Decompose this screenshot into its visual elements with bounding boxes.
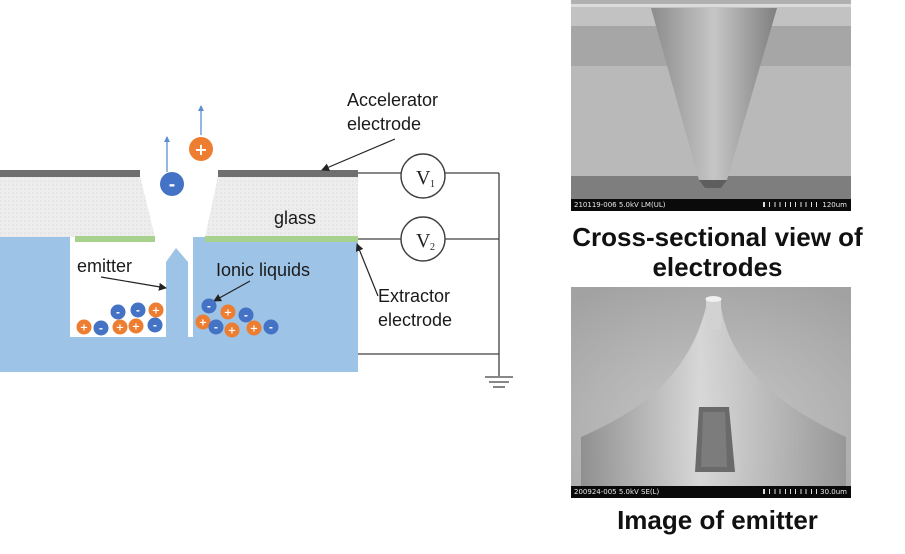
circuit-wires <box>358 172 500 376</box>
negative-ion: - <box>130 302 146 318</box>
accelerator-electrode-right <box>218 170 358 177</box>
label-glass: glass <box>274 208 316 228</box>
label-extractor-electrode: electrode <box>378 310 452 330</box>
svg-text:+: + <box>132 322 140 333</box>
svg-text:2: 2 <box>430 242 435 253</box>
svg-text:-: - <box>269 323 273 334</box>
svg-text:+: + <box>199 318 207 329</box>
positive-ion: + <box>128 318 144 334</box>
emitter-diagram: V 1 V 2 - + --++-++--+-+-++- Accelerator… <box>0 90 513 388</box>
sem-meta-text-2: 200924-005 5.0kV SE(L) <box>574 488 660 496</box>
svg-text:+: + <box>194 140 207 159</box>
sem-meta-text: 210119-006 5.0kV LM(UL) <box>574 201 666 209</box>
voltmeter-v1: V 1 <box>400 153 446 199</box>
negative-ion: - <box>263 319 279 335</box>
label-accelerator-electrode: electrode <box>347 114 421 134</box>
svg-text:-: - <box>207 302 211 313</box>
svg-text:+: + <box>250 324 258 335</box>
svg-text:-: - <box>99 324 103 335</box>
caption-cross-section-line1: Cross-sectional view of <box>572 222 863 252</box>
positive-ion: + <box>224 322 240 338</box>
negative-ion: - <box>110 304 126 320</box>
positive-ion: + <box>220 304 236 320</box>
sem-scale-text: 120um <box>822 201 847 209</box>
accelerator-electrode <box>0 170 140 177</box>
substrate <box>0 237 358 372</box>
svg-text:-: - <box>169 175 176 194</box>
positive-ion: + <box>76 319 92 335</box>
sem-emitter-image: 200924-005 5.0kV SE(L) 30.0um <box>571 287 851 498</box>
label-emitter: emitter <box>77 256 132 276</box>
sem-emitter-render <box>571 287 851 486</box>
sem-cross-section-render <box>571 0 851 199</box>
negative-ion: - <box>201 298 217 314</box>
ionic-liquid-particles: --++-++--+-+-++- <box>76 298 279 338</box>
glass-layer <box>0 176 358 237</box>
svg-text:-: - <box>116 308 120 319</box>
label-accelerator: Accelerator <box>347 90 438 110</box>
sem-info-bar-2: 200924-005 5.0kV SE(L) 30.0um <box>571 486 851 498</box>
scale-bar <box>763 202 817 207</box>
emitted-ions: - + <box>160 105 213 196</box>
svg-text:-: - <box>136 306 140 317</box>
extractor-electrode <box>75 236 155 242</box>
svg-text:+: + <box>228 326 236 337</box>
scale-bar-2 <box>763 489 817 494</box>
svg-text:+: + <box>152 306 160 317</box>
label-ionic-liquids: Ionic liquids <box>216 260 310 280</box>
svg-text:-: - <box>153 321 157 332</box>
negative-ion: - <box>238 307 254 323</box>
svg-text:V: V <box>416 167 431 189</box>
negative-ion-emitted <box>160 172 184 196</box>
positive-ion: + <box>246 320 262 336</box>
caption-cross-section: Cross-sectional view of electrodes <box>530 222 905 282</box>
negative-ion: - <box>147 317 163 333</box>
svg-text:V: V <box>416 230 431 252</box>
extractor-electrode-right <box>205 236 358 242</box>
sem-scale-text-2: 30.0um <box>820 488 847 496</box>
positive-ion: + <box>195 314 211 330</box>
svg-text:+: + <box>116 323 124 334</box>
svg-text:1: 1 <box>430 179 435 190</box>
label-extractor: Extractor <box>378 286 450 306</box>
sem-info-bar: 210119-006 5.0kV LM(UL) 120um <box>571 199 851 211</box>
negative-ion: - <box>93 320 109 336</box>
positive-ion: + <box>148 302 164 318</box>
positive-ion-emitted <box>189 137 213 161</box>
svg-text:-: - <box>214 323 218 334</box>
pointer-arrows <box>100 138 396 302</box>
positive-ion: + <box>112 319 128 335</box>
svg-text:-: - <box>244 311 248 322</box>
caption-cross-section-line2: electrodes <box>652 252 783 282</box>
svg-text:+: + <box>80 323 88 334</box>
caption-emitter: Image of emitter <box>617 505 818 535</box>
voltmeter-v2: V 2 <box>400 216 446 262</box>
ground-symbol <box>485 376 513 388</box>
negative-ion: - <box>208 319 224 335</box>
svg-text:+: + <box>224 308 232 319</box>
sem-cross-section-image: 210119-006 5.0kV LM(UL) 120um <box>571 0 851 211</box>
